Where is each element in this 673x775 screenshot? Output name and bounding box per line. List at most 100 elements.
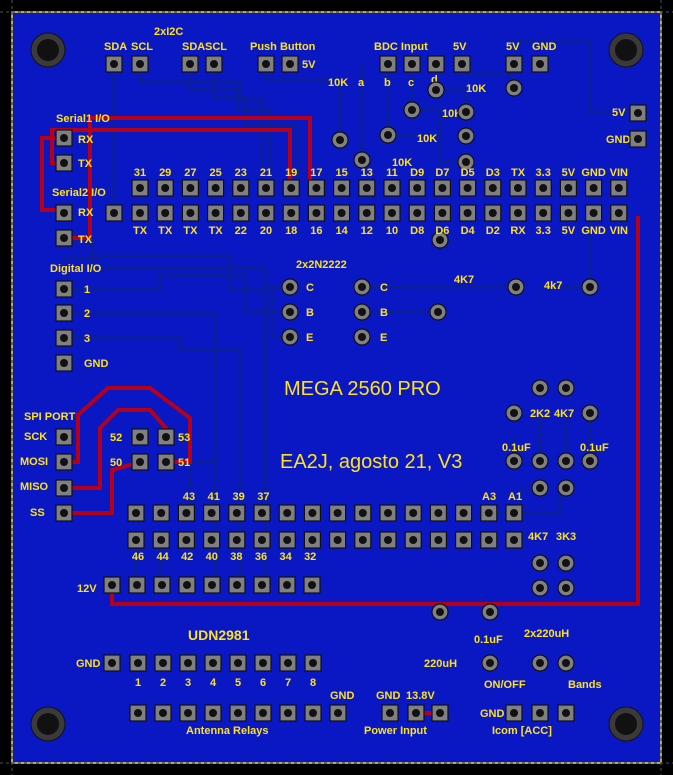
label-a1: A1 xyxy=(508,491,522,503)
pwr-v-pad-hole xyxy=(412,709,420,717)
spi-header-pad-0-hole xyxy=(136,433,144,441)
udn-top-pad-5-hole xyxy=(233,581,241,589)
mega-top-pad-12-hole xyxy=(438,184,447,192)
label-ss: SS xyxy=(30,507,45,519)
mega-bottom-label-14: D2 xyxy=(486,225,500,237)
relay-label-7: 8 xyxy=(310,677,316,689)
mega-top-pad-16-hole xyxy=(539,184,548,192)
analog-res-pad-3-hole xyxy=(562,584,570,592)
mega-top-pad-11-hole xyxy=(413,184,422,192)
mega-top-label-7: 17 xyxy=(310,167,322,179)
mega-bottom-pad-4-hole xyxy=(236,209,245,217)
label-bit-b: b xyxy=(384,77,391,89)
lower-top-label-1: 41 xyxy=(208,491,220,503)
label-r-2k2: 2K2 xyxy=(530,408,550,420)
label-cap-01-c: 0.1uF xyxy=(474,634,503,646)
mega-top-pad-1-hole xyxy=(161,184,170,192)
resistor-pad-0-hole xyxy=(336,136,344,144)
mega-top-label-5: 21 xyxy=(260,167,272,179)
udn-mid-pad-0-hole xyxy=(134,659,142,667)
label-scl2: SCL xyxy=(205,41,227,53)
mega-bottom-label-16: 3.3 xyxy=(536,225,551,237)
power-5v-pad-hole xyxy=(634,109,642,117)
res-pad-b-hole xyxy=(434,308,442,316)
analog-res-pad-2-hole xyxy=(536,584,544,592)
label-10k-4: 10K xyxy=(417,133,437,145)
cap-pad-e-hole xyxy=(562,659,570,667)
label-pin-51: 51 xyxy=(178,457,190,469)
mega-bottom-pad-2-hole xyxy=(186,209,195,217)
label-a3: A3 xyxy=(482,491,496,503)
analog-res-pad-0-hole xyxy=(536,559,544,567)
mega-bottom-label-18: GND xyxy=(581,225,606,237)
mega-bottom-pad-5-hole xyxy=(262,209,270,217)
mega-extra-pad-hole xyxy=(110,209,118,217)
label-dio-1: 1 xyxy=(84,284,90,296)
lower-top-pad-12-hole xyxy=(434,509,443,517)
udn-top-pad-8-hole xyxy=(308,581,316,589)
lower-bottom-label-1: 44 xyxy=(156,551,169,563)
label-rx1: RX xyxy=(78,134,94,146)
label-12v: 12V xyxy=(77,583,97,595)
relay-pad-1-hole xyxy=(159,709,167,717)
lower-top-pad-13-hole xyxy=(459,509,468,517)
mega-top-label-6: 19 xyxy=(285,167,297,179)
analog-pad-6-hole xyxy=(562,457,570,465)
mega-bottom-label-13: D4 xyxy=(461,225,476,237)
top-header-pad-2-hole xyxy=(186,60,194,68)
mega-bottom-pad-17-hole xyxy=(564,209,573,217)
res-pad-c-hole xyxy=(586,283,594,291)
label-10k-1: 10K xyxy=(328,77,348,89)
analog-pad-1-hole xyxy=(562,384,570,392)
mega-top-pad-8-hole xyxy=(337,184,346,192)
mega-top-pad-5-hole xyxy=(262,184,270,192)
mega-top-label-17: 5V xyxy=(562,167,576,179)
udn-mid-pad-5-hole xyxy=(259,659,267,667)
mega-top-pad-0-hole xyxy=(136,184,144,192)
analog-pad-7-hole xyxy=(586,457,594,465)
lower-bottom-pad-14-hole xyxy=(484,536,493,544)
label-relay-gnd: GND xyxy=(330,690,355,702)
icom-pad-2-hole xyxy=(562,709,570,717)
udn-top-pad-6-hole xyxy=(258,581,266,589)
lower-bottom-pad-4-hole xyxy=(232,536,241,544)
mega-bottom-label-15: RX xyxy=(510,225,526,237)
label-r-4k7-d: 4K7 xyxy=(528,531,548,543)
lower-bottom-pad-11-hole xyxy=(409,536,418,544)
lower-bottom-label-4: 38 xyxy=(230,551,242,563)
mega-top-pad-18-hole xyxy=(589,184,598,192)
label-10k-5: 10K xyxy=(392,157,412,169)
label-r-4k7-a: 4K7 xyxy=(454,274,474,286)
label-tx1: TX xyxy=(78,158,93,170)
spi-pad-1-hole xyxy=(60,458,68,466)
mega-top-label-19: VIN xyxy=(610,167,628,179)
mega-bottom-pad-18-hole xyxy=(589,209,598,217)
label-udn-gnd: GND xyxy=(76,658,101,670)
lower-top-pad-3-hole xyxy=(207,509,216,517)
mega-top-label-2: 27 xyxy=(184,167,196,179)
udn-mid-pad-3-hole xyxy=(209,659,217,667)
lower-top-pad-2-hole xyxy=(182,509,191,517)
mega-bottom-label-19: VIN xyxy=(610,225,628,237)
q2-pad-2-hole xyxy=(358,333,366,341)
udn-gnd-pad-hole xyxy=(108,659,116,667)
lower-bottom-pad-0-hole xyxy=(132,536,140,544)
lower-bottom-pad-8-hole xyxy=(333,536,342,544)
label-power-gnd: GND xyxy=(606,134,631,146)
serial-pad-3-hole xyxy=(60,234,68,242)
relay-label-0: 1 xyxy=(135,677,141,689)
lower-bottom-pad-12-hole xyxy=(434,536,443,544)
label-sck: SCK xyxy=(24,431,47,443)
resistor-pad-3-hole xyxy=(408,106,416,114)
lower-top-label-3: 37 xyxy=(257,491,269,503)
mega-top-pad-4-hole xyxy=(236,184,245,192)
label-tx2: TX xyxy=(78,234,93,246)
icom-pad-1-hole xyxy=(536,709,544,717)
top-header-pad-7-hole xyxy=(408,60,416,68)
relay-pad-6-hole xyxy=(284,709,292,717)
lower-top-pad-4-hole xyxy=(232,509,241,517)
top-header-pad-1-hole xyxy=(136,60,144,68)
digital-io-pad-1-hole xyxy=(60,309,68,317)
label-q2-e: E xyxy=(380,332,387,344)
